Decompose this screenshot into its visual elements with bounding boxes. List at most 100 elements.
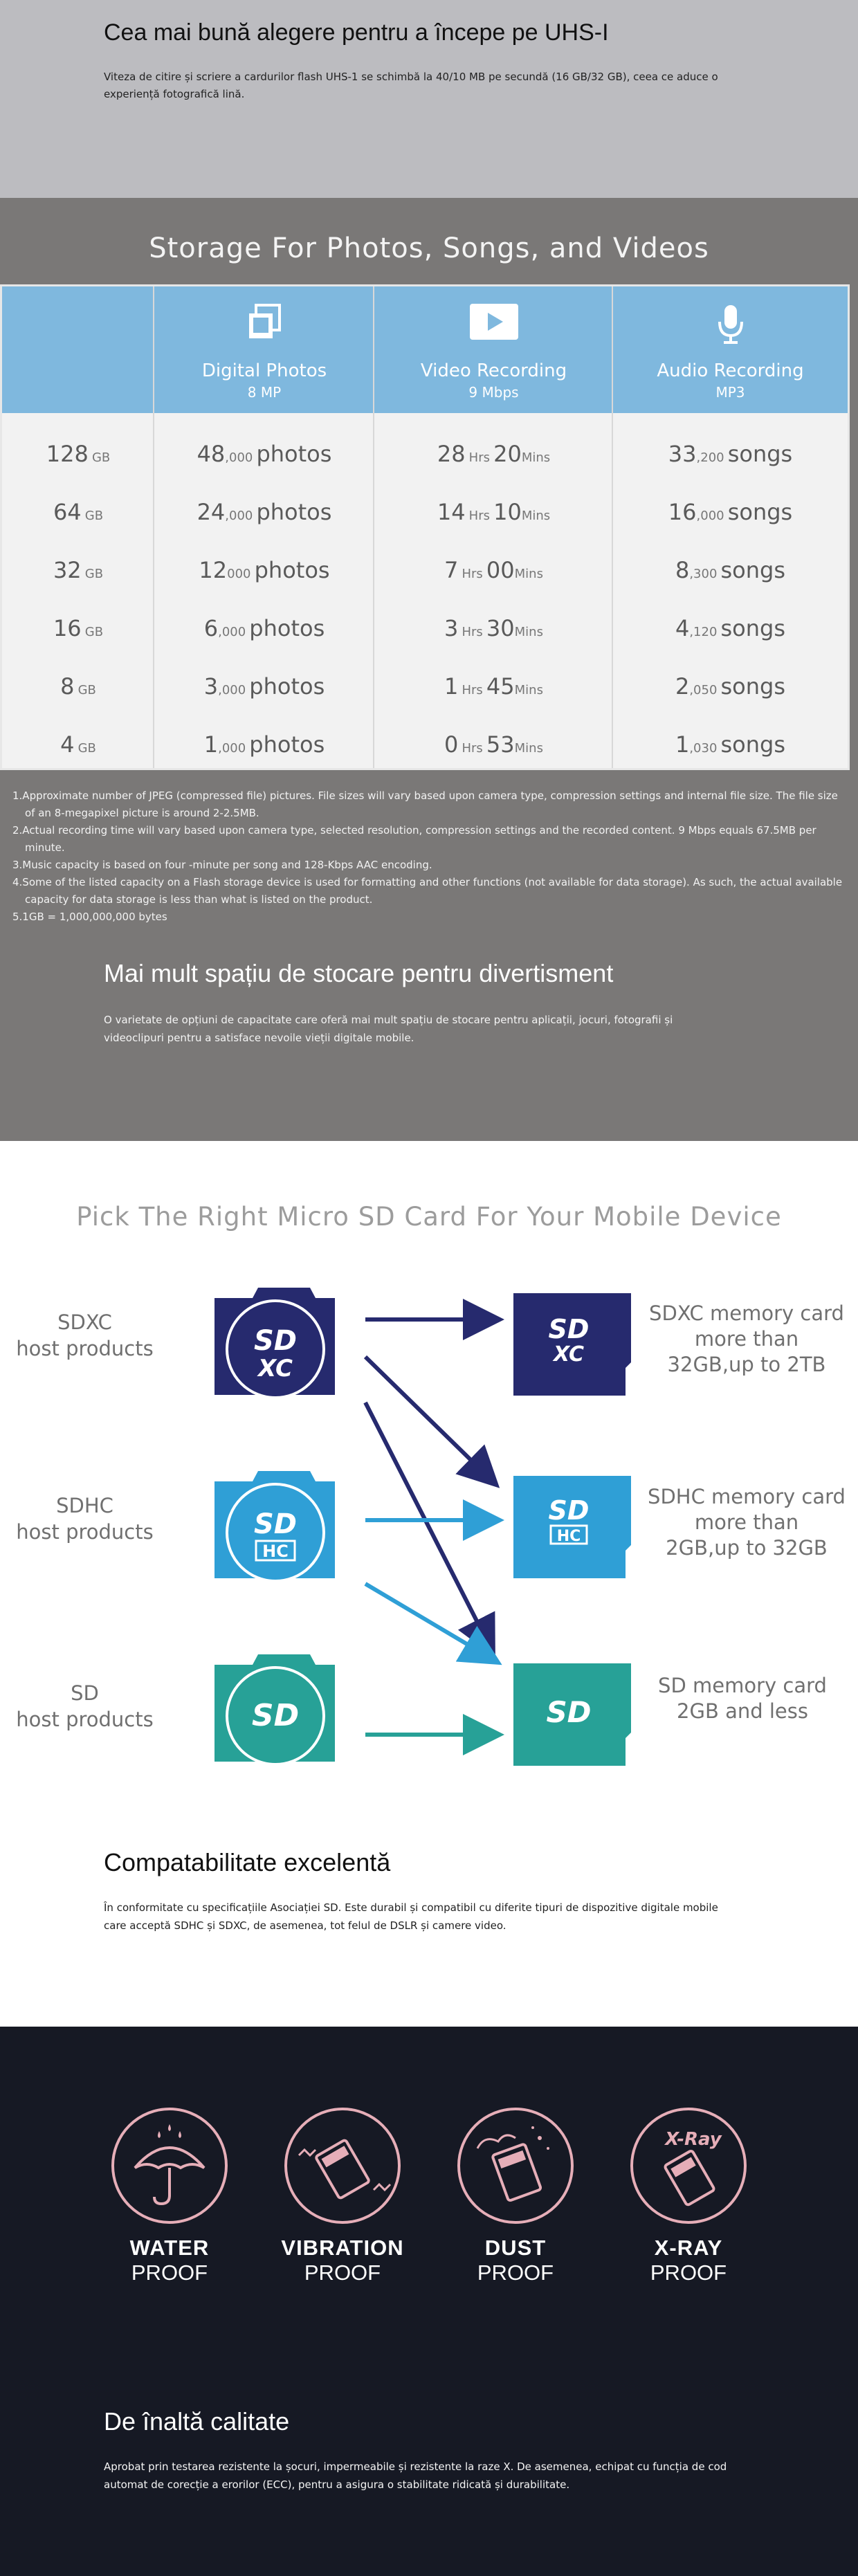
- table-cell: 4,120 songs: [613, 599, 848, 657]
- table-cell: 2,050 songs: [613, 657, 848, 715]
- cell-part: 128: [46, 441, 89, 467]
- table-cell: 1,030 songs: [613, 715, 848, 774]
- cell-part: 6: [203, 615, 219, 641]
- cell-part: Mins: [514, 741, 543, 756]
- sd-logo-text: SD: [254, 1508, 297, 1540]
- cell-part: songs: [727, 499, 793, 525]
- cell-part: ,300: [689, 567, 718, 581]
- card-label-line: 2GB,up to 32GB: [666, 1536, 828, 1560]
- cell-part: photos: [249, 615, 325, 641]
- cell-part: Mins: [521, 450, 551, 465]
- xray-card-icon: X-Ray: [630, 2108, 747, 2224]
- section-title: Compatabilitate excelentă: [104, 1848, 391, 1876]
- table-cell: 12000 photos: [154, 541, 374, 599]
- cell-part: Mins: [514, 625, 543, 639]
- cell-part: 14: [437, 499, 466, 525]
- header-photos: Digital Photos 8 MP: [154, 286, 374, 413]
- capacity-column: [2, 286, 154, 768]
- proof-label-main: VIBRATION: [281, 2236, 404, 2260]
- compat-section: Pick The Right Micro SD Card For Your Mo…: [0, 1141, 858, 2027]
- cell-part: Hrs: [462, 567, 483, 581]
- cell-part: 45: [486, 673, 515, 700]
- cell-part: GB: [84, 625, 104, 639]
- host-label-sdhc: SDHC host products: [0, 1492, 170, 1545]
- cell-part: ,000: [218, 741, 246, 756]
- card-label-line: 32GB,up to 2TB: [667, 1353, 826, 1376]
- table-cell: 28 Hrs 20Mins: [374, 425, 613, 483]
- cell-part: 28: [437, 441, 466, 467]
- cell-part: ,050: [689, 683, 718, 697]
- table-cell: 7 Hrs 00Mins: [374, 541, 613, 599]
- microphone-icon: [717, 304, 745, 348]
- host-label-line: SD: [71, 1681, 99, 1705]
- host-label-sdxc: SDXC host products: [0, 1309, 170, 1362]
- table-cell: 64 GB: [2, 483, 154, 541]
- sd-logo-sub: HC: [262, 1542, 289, 1561]
- cell-part: Mins: [514, 567, 543, 581]
- cell-part: 24: [197, 499, 226, 525]
- table-cell: 128 GB: [2, 425, 154, 483]
- cell-part: 20: [493, 441, 522, 467]
- header-label: Audio Recording: [657, 360, 804, 381]
- cell-part: 1: [444, 673, 459, 700]
- card-label-line: 2GB and less: [677, 1699, 808, 1723]
- camera-sd-icon: SD: [214, 1654, 335, 1766]
- table-cell: 33,200 songs: [613, 425, 848, 483]
- video-column: [374, 286, 613, 768]
- header-sub: 8 MP: [247, 384, 282, 401]
- cell-part: 16: [53, 615, 82, 641]
- uhs-section: Cea mai bună alegere pentru a începe pe …: [0, 0, 858, 198]
- card-sd-icon: SD: [513, 1663, 631, 1766]
- cell-part: GB: [91, 450, 111, 465]
- cell-part: ,000: [696, 509, 724, 523]
- storage-table: Digital Photos 8 MP Video Recording 9 Mb…: [0, 284, 850, 770]
- cell-part: GB: [77, 741, 96, 756]
- section-title: Cea mai bună alegere pentru a începe pe …: [104, 19, 609, 46]
- storage-title: Storage For Photos, Songs, and Videos: [149, 232, 709, 264]
- host-label-line: SDHC: [56, 1494, 113, 1517]
- card-label-line: SD memory card: [658, 1674, 827, 1697]
- header-audio: Audio Recording MP3: [613, 286, 848, 413]
- section-title: Mai mult spațiu de stocare pentru divert…: [104, 959, 614, 987]
- host-label-line: host products: [16, 1337, 154, 1360]
- cell-part: 4: [675, 615, 690, 641]
- compat-title: Pick The Right Micro SD Card For Your Mo…: [76, 1202, 782, 1232]
- footnotes: 1.Approximate number of JPEG (compressed…: [12, 787, 843, 926]
- card-sdhc-icon: SD HC: [513, 1476, 631, 1578]
- header-sub: 9 Mbps: [468, 384, 519, 401]
- cell-part: 16: [668, 499, 697, 525]
- table-cell: 1,000 photos: [154, 715, 374, 774]
- dust-card-icon: [457, 2108, 574, 2224]
- cell-part: Hrs: [468, 450, 490, 465]
- table-cell: 14 Hrs 10Mins: [374, 483, 613, 541]
- cell-part: Hrs: [462, 625, 483, 639]
- cell-part: 4: [60, 731, 75, 758]
- cell-part: photos: [249, 731, 325, 758]
- cell-part: ,000: [225, 509, 253, 523]
- proof-label-main: WATER: [129, 2236, 210, 2260]
- sd-logo-text: SD: [254, 1325, 297, 1357]
- arrow: [364, 1582, 502, 1665]
- storage-section: Storage For Photos, Songs, and Videos Di…: [0, 198, 858, 1141]
- cell-part: 32: [53, 557, 82, 583]
- host-label-sd: SD host products: [0, 1680, 170, 1733]
- cell-part: photos: [256, 441, 332, 467]
- photos-column: [154, 286, 374, 768]
- cell-part: 7: [444, 557, 459, 583]
- cell-part: Mins: [521, 509, 551, 523]
- cell-part: photos: [249, 673, 325, 700]
- card-label-sdhc: SDHC memory card more than 2GB,up to 32G…: [635, 1484, 858, 1561]
- proof-label-main: DUST: [484, 2236, 547, 2260]
- cell-part: ,200: [696, 450, 724, 465]
- cell-part: 0: [444, 731, 459, 758]
- arrow: [363, 1355, 500, 1488]
- cell-part: songs: [720, 731, 786, 758]
- section-text: În conformitate cu specificațiile Asocia…: [104, 1901, 718, 1932]
- cell-part: 000: [227, 567, 251, 581]
- proof-label-sub: PROOF: [304, 2260, 381, 2285]
- table-cell: 24,000 photos: [154, 483, 374, 541]
